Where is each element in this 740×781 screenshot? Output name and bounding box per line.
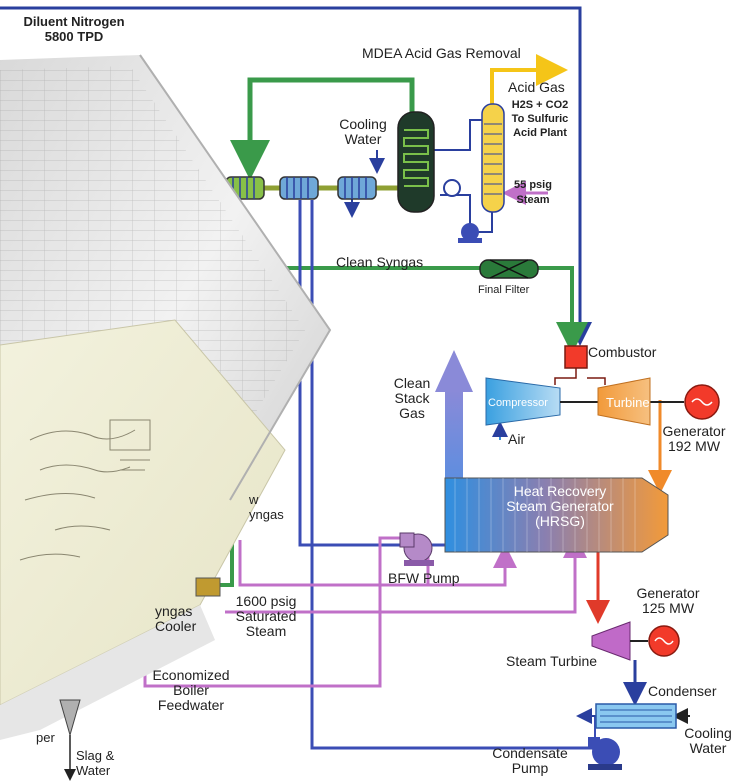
steam-55-label: 55 psig Steam [505,178,561,208]
acid-gas-label: Acid Gas [508,80,565,95]
generator-192-label: Generator 192 MW [654,424,734,454]
clean-stack-gas-label: Clean Stack Gas [388,376,436,421]
cooling-water-top-label: Cooling Water [332,117,394,147]
absorber-column [398,112,434,212]
final-filter-label: Final Filter [478,283,529,298]
condensate-pump-icon [588,737,622,770]
final-filter [480,260,538,278]
raw-syngas-label: w yngas [249,492,284,522]
hrsg-label: Heat Recovery Steam Generator (HRSG) [480,484,640,529]
lean-rich-exchanger [444,180,460,196]
steam-1600-label: 1600 psig Saturated Steam [226,594,306,639]
combustor-label: Combustor [588,345,656,360]
steam-turbine [592,622,630,660]
generator-125-icon [649,626,679,656]
syngas-cooler-box [196,578,220,596]
clean-syngas-line-2 [538,268,572,346]
compressor-label: Compressor [488,396,548,411]
hopper-label: per [36,730,55,745]
economized-bfw-label: Economized Boiler Feedwater [146,668,236,713]
syngas-cooler-exchanger-3 [338,177,376,199]
solvent-pump [458,223,482,243]
stack-gas-arrow [435,350,473,488]
condenser-label: Condenser [648,684,717,699]
condenser [596,704,676,728]
condensate-pump-label: Condensate Pump [480,746,580,776]
air-label: Air [508,432,525,447]
combustor [565,346,587,368]
mdea-title: MDEA Acid Gas Removal [362,46,521,61]
syngas-cooler-label: yngas Cooler [155,604,196,634]
clean-syngas-label: Clean Syngas [336,255,423,270]
syngas-cooler-exchanger-2 [280,177,318,199]
generator-192-icon [685,385,719,419]
generator-125-label: Generator 125 MW [628,586,708,616]
solvent-loop-line [430,120,488,150]
diluent-nitrogen-label: Diluent Nitrogen 5800 TPD [4,14,144,44]
acid-gas-detail-label: H2S + CO2 To Sulfuric Acid Plant [500,98,580,140]
steam-turbine-label: Steam Turbine [506,654,597,669]
turbine-label: Turbine [606,395,650,410]
cooling-water-bottom-label: Cooling Water [680,726,736,756]
bfw-pump-label: BFW Pump [388,571,460,586]
bfw-pump-icon [400,533,434,566]
slag-water-label: Slag & Water [76,748,114,778]
